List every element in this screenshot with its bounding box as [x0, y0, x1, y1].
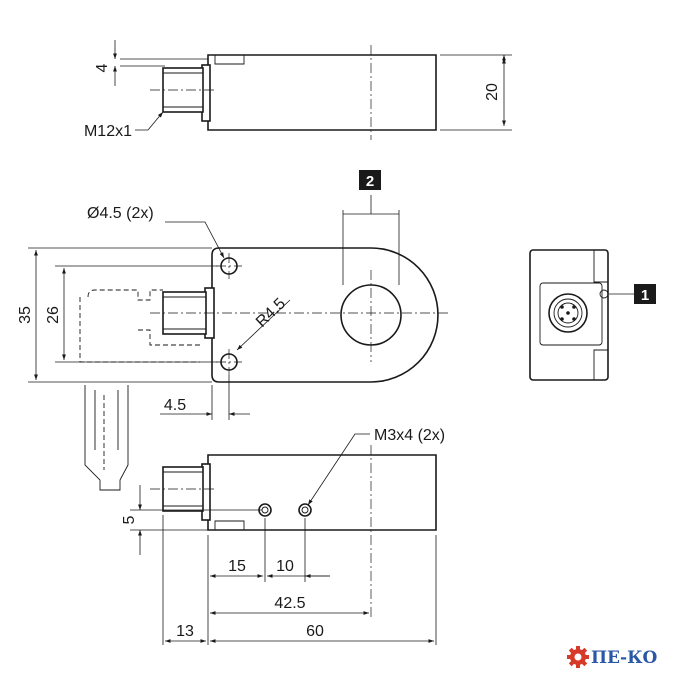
dim-body-length: 60: [306, 623, 324, 640]
dim-connector-length: 13: [176, 623, 194, 640]
callout-2-badge: [359, 170, 381, 190]
tapped-hole-2: [298, 503, 312, 517]
callout-2-label: 2: [366, 173, 374, 190]
bottom-view-body: [207, 454, 437, 531]
dim-tap-height: 5: [121, 515, 138, 524]
dim-height: 20: [484, 83, 501, 101]
thread-label: M12x1: [84, 123, 132, 140]
top-view: 4 20 M12x1: [84, 40, 512, 140]
dim-hole-offset: 4.5: [164, 397, 186, 414]
plan-body: [211, 247, 439, 383]
callout-1-label: 1: [641, 287, 649, 304]
dim-center-distance: 42.5: [274, 595, 305, 612]
company-logo: ПЕ-КО: [567, 646, 658, 668]
logo-text: ПЕ-КО: [591, 648, 658, 668]
dim-tap-spacing-2: 10: [276, 558, 294, 575]
mount-hole-label: Ø4.5 (2x): [87, 205, 154, 222]
dim-width-inner: 26: [45, 306, 62, 324]
tapped-hole-label: M3x4 (2x): [374, 427, 445, 444]
end-view: 1: [529, 249, 656, 381]
gear-icon: [567, 646, 589, 668]
plan-view: 35 26 Ø4.5 (2x) R4.5 4.5 2: [17, 170, 450, 491]
dim-tap-spacing-1: 15: [228, 558, 246, 575]
bottom-view: M3x4 (2x) 5 15 10 42.5 13 60: [121, 427, 445, 645]
led-indicator: [599, 289, 609, 299]
dim-collar-step: 4: [94, 63, 111, 72]
callout-1-badge: [634, 284, 656, 304]
dim-width-outer: 35: [17, 306, 34, 324]
top-view-body: [207, 54, 437, 131]
